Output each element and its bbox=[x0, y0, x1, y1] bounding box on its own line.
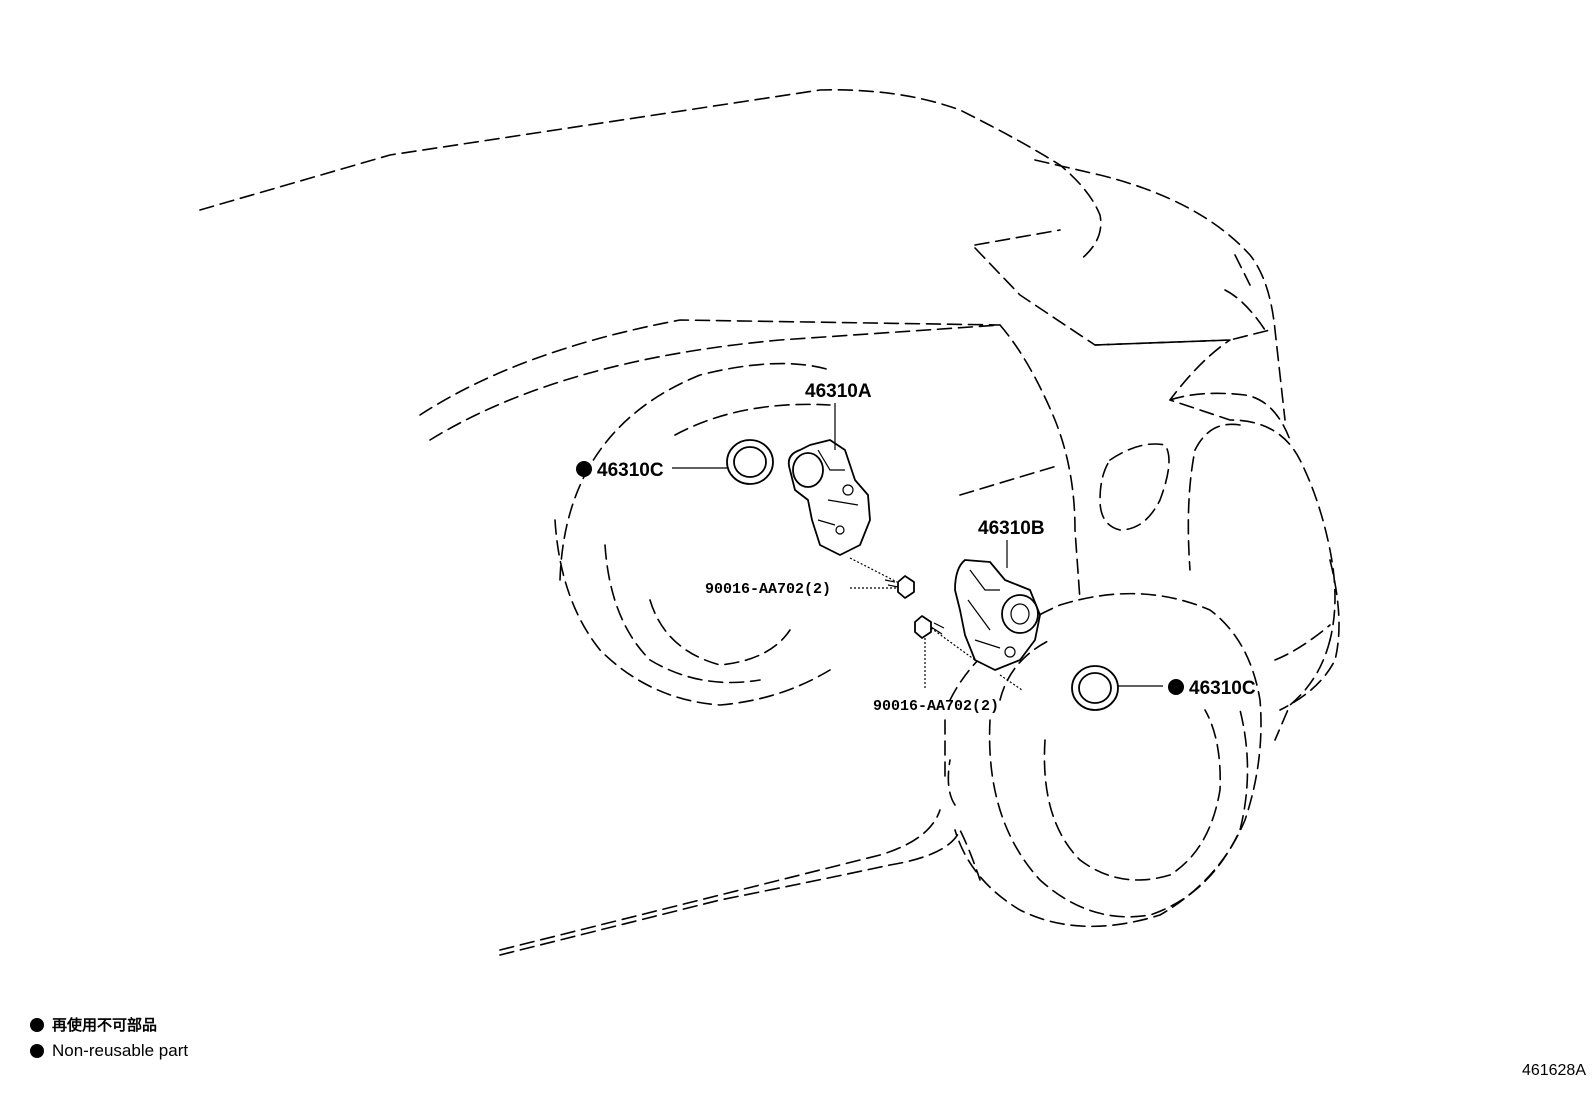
legend-text-en: Non-reusable part bbox=[52, 1041, 189, 1060]
non-reusable-marker-icon bbox=[1168, 679, 1184, 695]
label-46310b: 46310B bbox=[978, 518, 1045, 539]
label-bolt-upper: 90016-AA702(2) bbox=[705, 581, 831, 598]
bolt-upper bbox=[884, 575, 915, 599]
legend: 再使用不可部品 Non-reusable part bbox=[30, 1012, 188, 1064]
bolt-lower bbox=[914, 615, 945, 639]
label-46310c-left: 46310C bbox=[597, 460, 664, 481]
legend-row-en: Non-reusable part bbox=[30, 1038, 188, 1064]
label-bolt-lower: 90016-AA702(2) bbox=[873, 698, 999, 715]
legend-row-zh: 再使用不可部品 bbox=[30, 1012, 188, 1038]
label-46310c-right: 46310C bbox=[1189, 678, 1256, 699]
vehicle-outline bbox=[199, 89, 1340, 956]
seal-ring-right bbox=[1071, 665, 1119, 711]
non-reusable-marker-icon bbox=[576, 461, 592, 477]
label-46310a: 46310A bbox=[805, 381, 872, 402]
seal-ring-left bbox=[726, 439, 774, 485]
actuator-46310b bbox=[954, 559, 1041, 671]
leader-lines bbox=[672, 403, 1163, 691]
non-reusable-bullet-icon bbox=[30, 1044, 44, 1058]
diagram-id: 461628A bbox=[1521, 1062, 1586, 1079]
actuator-46310a bbox=[787, 439, 871, 556]
legend-text-zh: 再使用不可部品 bbox=[52, 1016, 158, 1034]
non-reusable-bullet-icon bbox=[30, 1018, 44, 1032]
